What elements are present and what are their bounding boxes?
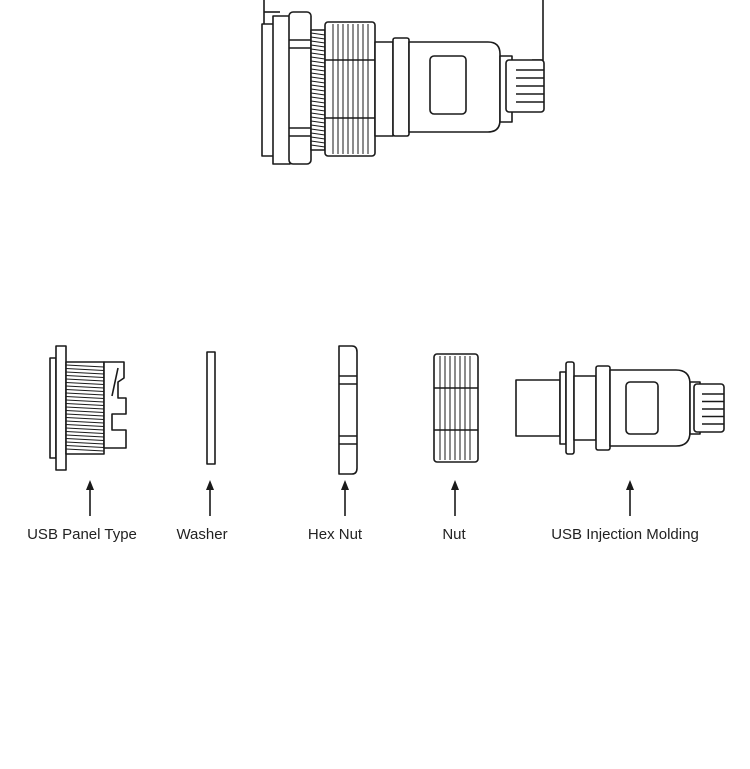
thread-line: [65, 434, 105, 438]
thread-line: [310, 116, 326, 120]
thread-line: [310, 128, 326, 132]
thread-line: [310, 136, 326, 140]
thread-line: [310, 40, 326, 44]
thread-line: [65, 420, 105, 424]
thread-line: [310, 76, 326, 80]
label-usb-panel-type: USB Panel Type: [27, 526, 137, 543]
thread-line: [310, 68, 326, 72]
thread-line: [310, 32, 326, 36]
usb-injection-molding-part: [515, 361, 725, 455]
arrow-head: [206, 480, 214, 490]
thread-line: [310, 84, 326, 88]
arrow-head: [86, 480, 94, 490]
arrow-head: [341, 480, 349, 490]
thread-line: [65, 448, 105, 452]
thread-line: [65, 378, 105, 382]
thread-line: [65, 385, 105, 389]
thread-line: [65, 431, 105, 434]
pointer-arrows: [86, 480, 634, 516]
thread-line: [65, 406, 105, 410]
hex-nut-part: [338, 345, 358, 475]
thread-line: [65, 389, 105, 392]
thread-line: [310, 104, 326, 108]
thread-line: [310, 132, 326, 136]
label-washer: Washer: [176, 526, 228, 543]
thread-line: [310, 108, 326, 112]
arrow-head: [626, 480, 634, 490]
thread-line: [310, 80, 326, 84]
thread-line: [310, 112, 326, 116]
thread-line: [310, 120, 326, 124]
label-hex-nut: Hex Nut: [307, 526, 363, 543]
usb-panel-type-part: [49, 345, 127, 471]
thread-line: [65, 413, 105, 417]
label-usb-injection-molding: USB Injection Molding: [551, 526, 699, 543]
thread-line: [310, 100, 326, 104]
thread-line: [310, 52, 326, 56]
thread-line: [65, 438, 105, 441]
assembled-connector: [261, 0, 545, 165]
thread-line: [310, 60, 326, 64]
thread-line: [310, 124, 326, 128]
thread-line: [65, 424, 105, 427]
thread-line: [65, 375, 105, 378]
thread-line: [310, 48, 326, 52]
thread-line: [310, 92, 326, 96]
thread-line: [310, 64, 326, 68]
thread-line: [310, 88, 326, 92]
arrow-head: [451, 480, 459, 490]
thread-line: [310, 72, 326, 76]
thread-line: [65, 441, 105, 445]
washer-part: [206, 351, 216, 465]
thread-line: [310, 96, 326, 100]
thread-line: [310, 44, 326, 48]
thread-line: [65, 445, 105, 448]
thread-line: [65, 392, 105, 396]
thread-line: [310, 56, 326, 60]
thread-line: [310, 36, 326, 40]
thread-line: [65, 427, 105, 431]
thread-line: [65, 368, 105, 371]
thread-line: [65, 399, 105, 403]
thread-line: [310, 140, 326, 144]
thread-line: [65, 396, 105, 399]
thread-line: [65, 382, 105, 385]
label-nut: Nut: [442, 526, 466, 543]
thread-line: [65, 410, 105, 413]
thread-line: [65, 417, 105, 420]
nut-part: [433, 353, 479, 463]
thread-line: [65, 364, 105, 368]
thread-line: [65, 371, 105, 375]
thread-line: [310, 144, 326, 148]
thread-line: [65, 403, 105, 406]
